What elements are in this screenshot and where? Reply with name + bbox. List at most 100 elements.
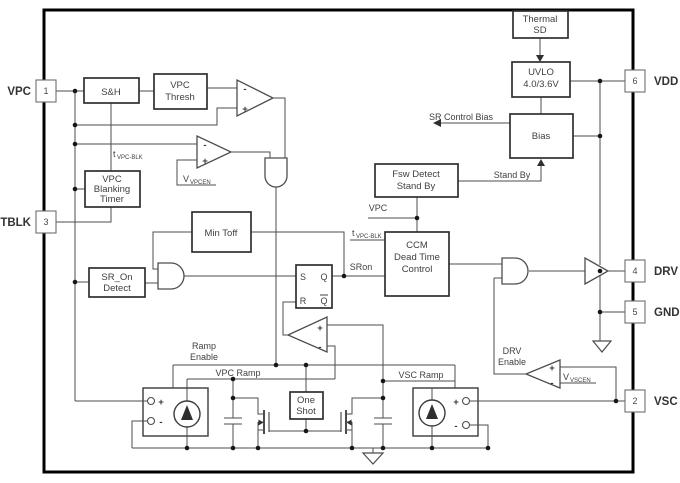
terminal-right-minus: [461, 420, 471, 430]
label-vvpcen: V: [183, 174, 189, 184]
junction-dot: [72, 122, 78, 128]
junction-dot: [184, 445, 190, 451]
junction-dot: [349, 445, 355, 451]
junction-dot: [303, 362, 309, 368]
arrow-sr-control-bias: [433, 119, 441, 127]
junction-dot: [341, 273, 347, 279]
pin-box-1: [35, 79, 57, 103]
comp1-minus: -: [243, 84, 246, 95]
pin-box-3: [35, 210, 57, 234]
comp4-plus: +: [549, 363, 555, 374]
comp2-plus: +: [202, 156, 208, 167]
label-ramp-enable-2: Enable: [190, 352, 218, 362]
label-sr-control-bias: SR Control Bias: [429, 112, 494, 122]
label-thermal-2: SD: [533, 25, 546, 36]
function-blocks: [83, 10, 574, 437]
left-source-plus-sign: +: [158, 397, 164, 408]
pins: 1 3 6 4 5 2 VPC TBLK VDD DRV GND VSC: [0, 69, 680, 413]
label-uvlo-2: 4.0/3.6V: [523, 79, 559, 90]
comparator-vpc-thresh: [236, 78, 275, 118]
junction-dot: [255, 445, 261, 451]
label-thermal-1: Thermal: [523, 14, 558, 25]
junction-dot: [380, 445, 386, 451]
comp1-plus: +: [242, 104, 248, 115]
label-blanking-2: Blanking: [94, 184, 130, 195]
label-vvscen-sub: VSCEN: [570, 378, 591, 384]
right-source-plus-sign: +: [453, 397, 459, 408]
junction-dot: [414, 215, 420, 221]
label-sron: SRon: [350, 262, 373, 272]
current-source-left-arrow: [181, 405, 193, 420]
pin-number-4: 4: [632, 266, 637, 276]
signal-labels: SR Control Bias Stand By VPC SRon Ramp E…: [113, 112, 591, 384]
and-gate-drv: [501, 257, 529, 285]
junction-dot: [72, 88, 78, 94]
label-ccm-2: Dead Time: [394, 252, 440, 263]
label-drv-enable-2: Enable: [498, 357, 526, 367]
label-stand-by: Stand By: [494, 170, 531, 180]
label-fsw-1: Fsw Detect: [392, 169, 440, 180]
junction-dot: [597, 309, 603, 315]
label-blanking-3: Timer: [100, 194, 124, 205]
latch-q: Q: [320, 272, 327, 282]
latch-r: R: [300, 296, 307, 306]
latch-s: S: [300, 272, 306, 282]
current-source-right-arrow: [426, 404, 438, 419]
label-vsc-ramp: VSC Ramp: [398, 370, 443, 380]
pin-number-6: 6: [632, 76, 637, 86]
label-tvpcblk-1: t: [113, 149, 116, 159]
label-sr-on-2: Detect: [103, 283, 131, 294]
comp3-minus: -: [318, 342, 321, 353]
and-gate-sron: [157, 262, 185, 290]
label-ccm-1: CCM: [406, 240, 428, 251]
junction-dot: [72, 141, 78, 147]
label-ramp-enable-1: Ramp: [192, 341, 216, 351]
block-bias: [509, 113, 574, 159]
and-gate-vpc: [264, 157, 288, 188]
junction-dot: [230, 445, 236, 451]
pin-label-vdd: VDD: [654, 76, 678, 88]
pin-number-3: 3: [43, 217, 48, 227]
pin-label-tblk: TBLK: [0, 217, 31, 229]
junction-dot: [613, 398, 619, 404]
block-labels: S&H VPC Thresh VPC Blanking Timer Min To…: [94, 14, 560, 417]
left-source-minus-sign: -: [159, 417, 162, 428]
pin-number-5: 5: [632, 307, 637, 317]
label-ccm-3: Control: [402, 264, 433, 275]
label-tvpcblk-2: t: [352, 228, 355, 238]
junction-dot: [597, 133, 603, 139]
terminal-left-minus: [146, 416, 156, 426]
block-uvlo: [511, 61, 571, 98]
comparator-vpcen: [196, 134, 233, 170]
comparator-vscen: [524, 359, 561, 389]
label-drv-enable-1: DRV: [503, 346, 522, 356]
label-vpc-thresh-1: VPC: [170, 80, 190, 91]
ground-symbol-drv: [591, 340, 613, 353]
junction-dot: [72, 186, 78, 192]
junction-dot: [380, 378, 386, 384]
pin-box-4: [624, 259, 646, 283]
comp4-minus: -: [550, 378, 553, 389]
junction-dot: [273, 362, 279, 368]
junction-dot: [597, 78, 603, 84]
block-thermal-sd: [512, 10, 569, 39]
label-sample-hold: S&H: [101, 87, 121, 98]
block-sample-hold: [83, 77, 140, 104]
current-sources: + - + -: [75, 388, 625, 448]
label-bias: Bias: [532, 131, 551, 142]
junction-dot: [303, 428, 309, 434]
label-vvscen: V: [563, 372, 569, 382]
label-vpc-node: VPC: [369, 203, 388, 213]
label-one-shot-2: Shot: [296, 406, 316, 417]
label-vvpcen-sub: VPCEN: [190, 180, 211, 186]
pin-label-drv: DRV: [654, 266, 678, 278]
junction-dot: [230, 395, 236, 401]
ground-symbol-bottom: [361, 452, 385, 465]
terminal-left-plus: [146, 396, 156, 406]
latch-qbar: Q: [320, 296, 327, 306]
junction-dot: [485, 445, 491, 451]
circuit-wires: [56, 38, 625, 453]
junction-dot: [230, 376, 236, 382]
label-vpc-thresh-2: Thresh: [165, 92, 195, 103]
